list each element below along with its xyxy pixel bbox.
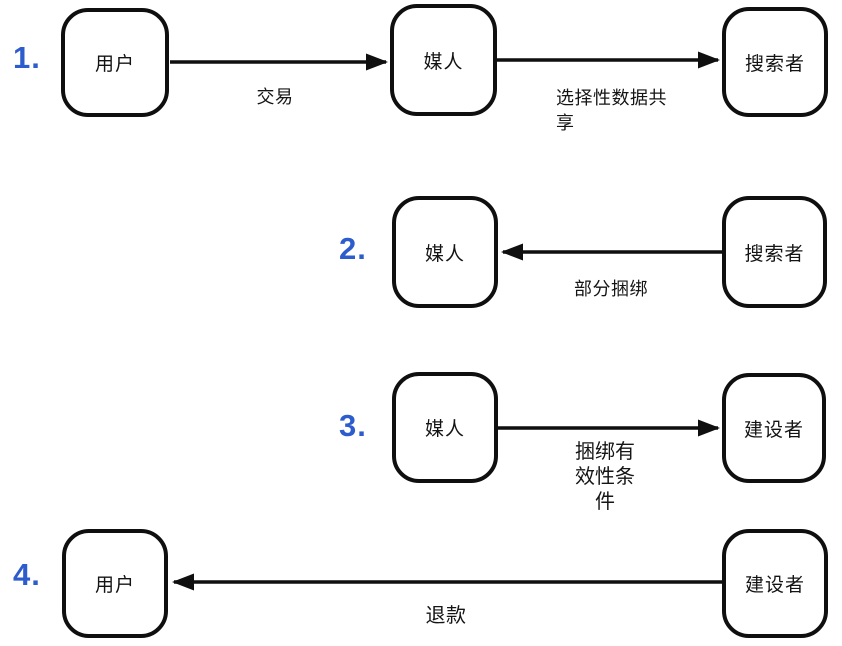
edge-label-partial-binding: 部分捆绑 (574, 279, 648, 299)
node-searcher-step1-label: 搜索者 (744, 53, 805, 75)
node-builder-step4: 建设者 (722, 529, 828, 638)
node-searcher-step2-label: 搜索者 (744, 243, 805, 265)
node-searcher-step2: 搜索者 (722, 196, 827, 308)
node-matchmaker-step2-label: 媒人 (424, 243, 465, 265)
node-searcher-step1: 搜索者 (722, 7, 828, 117)
step-3-number: 3. (339, 408, 367, 443)
node-matchmaker-step3-label: 媒人 (424, 419, 465, 440)
step-2-number: 2. (339, 231, 367, 266)
node-matchmaker-step2: 媒人 (392, 196, 498, 308)
node-user-step1-label: 用户 (94, 54, 135, 75)
node-user-step4-label: 用户 (94, 575, 135, 596)
node-matchmaker-step3: 媒人 (392, 372, 498, 483)
node-matchmaker-step1: 媒人 (390, 4, 497, 116)
node-builder-step3: 建设者 (722, 373, 826, 483)
edge-label-selective-data-sharing: 选择性数据共享 (556, 88, 667, 133)
step-1-number: 1. (13, 40, 41, 75)
node-user-step1: 用户 (61, 8, 169, 117)
node-builder-step3-label: 建设者 (743, 419, 804, 441)
step-4-number: 4. (13, 557, 41, 592)
edge-label-transaction: 交易 (256, 87, 294, 107)
node-builder-step4-label: 建设者 (744, 575, 805, 596)
edge-label-refund: 退款 (425, 605, 467, 627)
node-user-step4: 用户 (62, 529, 168, 638)
node-matchmaker-step1-label: 媒人 (423, 51, 464, 73)
edge-label-binding-validity-conditions: 捆绑有效性条件 (575, 441, 635, 513)
